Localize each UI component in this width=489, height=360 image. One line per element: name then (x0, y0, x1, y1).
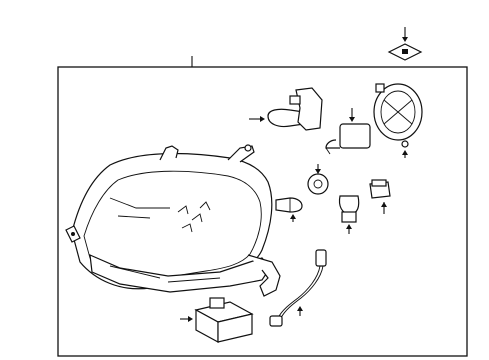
small-socket-part (369, 179, 391, 199)
callout-5-arrow (402, 150, 408, 155)
small-bulb-part (275, 197, 303, 213)
assembly-frame (57, 66, 468, 357)
bulb-socket-part (325, 123, 371, 155)
callout-10-arrow (297, 306, 303, 311)
callout-7-arrow (346, 224, 352, 229)
callout-8-arrow (315, 169, 321, 174)
headlamp-housing (65, 144, 281, 297)
callout-6-arrow (290, 214, 296, 219)
callout-9-arrow (381, 202, 387, 207)
clip-nut-part (387, 43, 423, 61)
wedge-bulb-part (338, 195, 360, 223)
wiring-harness-part (269, 249, 327, 327)
callout-3-arrow (349, 117, 355, 122)
callout-11-arrow (188, 316, 193, 322)
callout-2-arrow (402, 37, 408, 42)
hid-bulb-part (267, 87, 323, 131)
grommet-part (307, 173, 329, 195)
ballast-module-part (194, 297, 254, 344)
dust-cap-part (373, 83, 423, 148)
callout-4-arrow (260, 116, 265, 122)
